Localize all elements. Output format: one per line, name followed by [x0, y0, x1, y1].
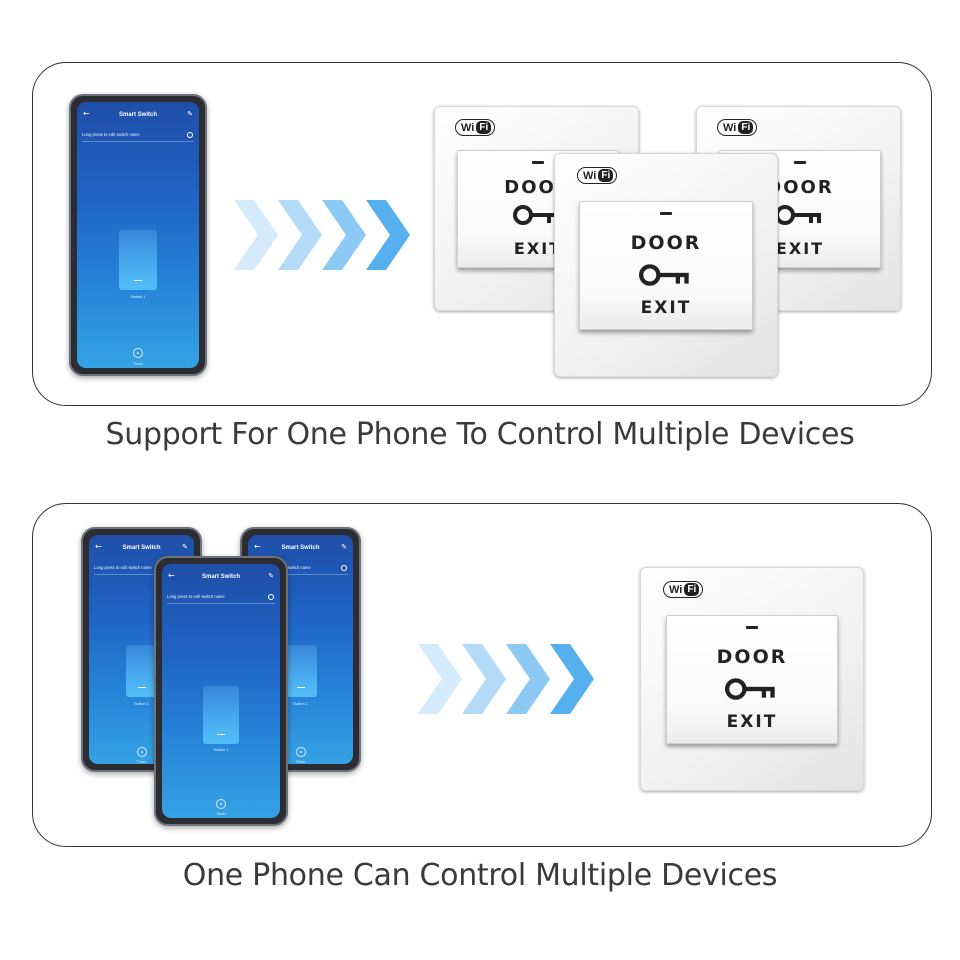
phone-hint-text: Long press to edit switch name: [94, 565, 152, 570]
phone: ← Smart Switch ✎ Long press to edit swit…: [69, 94, 207, 376]
pencil-icon: ✎: [187, 110, 193, 118]
exit-button: DOOR EXIT: [579, 201, 753, 330]
switch-label: Switch 1: [292, 701, 309, 706]
timer-icon: [295, 747, 306, 757]
timer-icon: [136, 747, 147, 757]
key-icon: [775, 205, 821, 225]
chevron-icon: [550, 644, 594, 714]
chevron-icon: [462, 644, 506, 714]
switch-label: Switch 1: [130, 294, 146, 299]
switch-indicator: [296, 686, 305, 688]
phone-title: Smart Switch: [118, 112, 157, 118]
timer-label: Timer: [215, 811, 227, 816]
chevron-icon: [278, 200, 322, 270]
switch-label: Switch 1: [213, 747, 229, 752]
wifi-text: Wi: [669, 583, 683, 596]
timer-icon: [133, 348, 143, 358]
phone-title: Smart Switch: [122, 545, 161, 551]
timer-label: Timer: [295, 759, 306, 764]
key-icon: [639, 264, 689, 286]
chevron-icon: [322, 200, 366, 270]
switch-tile: [203, 686, 239, 744]
timer-label: Timer: [132, 361, 144, 366]
phone-hint-text: Long press to edit switch name: [167, 594, 225, 599]
phone-title: Smart Switch: [281, 545, 320, 551]
switch-tile: [119, 230, 157, 290]
led-indicator: [532, 161, 544, 164]
pencil-icon: ✎: [341, 543, 347, 551]
fi-text: Fi: [684, 583, 700, 596]
switch-label: Switch 1: [133, 701, 150, 706]
exit-button: DOOR EXIT: [666, 615, 838, 744]
settings-dot-icon: [268, 594, 274, 600]
switch-indicator: [134, 279, 142, 281]
wifi-text: Wi: [583, 169, 597, 182]
chevron-icon: [366, 200, 410, 270]
exit-label: EXIT: [640, 298, 692, 318]
back-arrow-icon: ←: [95, 542, 102, 551]
switch-indicator: [137, 686, 146, 688]
exit-label: EXIT: [775, 239, 825, 258]
door-label: DOOR: [766, 177, 834, 198]
chevron-icon: [418, 644, 462, 714]
fi-text: Fi: [476, 121, 492, 134]
led-indicator: [794, 161, 806, 164]
back-arrow-icon: ←: [254, 542, 261, 551]
phone: ← Smart Switch ✎ Long press to edit swit…: [154, 556, 288, 826]
switch-tile: [125, 645, 158, 697]
chevron-icon: [234, 200, 278, 270]
caption-bottom: One Phone Can Control Multiple Devices: [182, 858, 778, 893]
switch-indicator: [217, 733, 225, 735]
back-arrow-icon: ←: [83, 109, 90, 118]
phone-hint-text: Long press to edit switch name: [82, 132, 140, 137]
door-label: DOOR: [716, 646, 788, 668]
led-indicator: [660, 212, 672, 215]
fi-text: Fi: [738, 121, 754, 134]
fi-text: Fi: [598, 169, 614, 182]
settings-dot-icon: [187, 132, 193, 138]
phone-screen: ← Smart Switch ✎ Long press to edit swit…: [162, 564, 280, 818]
led-indicator: [746, 626, 758, 629]
door-label: DOOR: [630, 232, 702, 254]
wifi-text: Wi: [723, 121, 737, 134]
back-arrow-icon: ←: [168, 571, 175, 580]
pencil-icon: ✎: [268, 572, 274, 580]
signal-arrows: [234, 200, 410, 270]
phone-title: Smart Switch: [201, 574, 240, 580]
phone-hint: Long press to edit switch name: [82, 130, 194, 142]
wifi-text: Wi: [461, 121, 475, 134]
exit-label: EXIT: [513, 239, 563, 258]
phone-screen: ← Smart Switch ✎ Long press to edit swit…: [77, 102, 199, 368]
pencil-icon: ✎: [182, 543, 188, 551]
settings-dot-icon: [341, 565, 347, 571]
timer-label: Timer: [136, 759, 147, 764]
signal-arrows: [418, 644, 594, 714]
timer-icon: [216, 799, 226, 809]
phone-hint: Long press to edit switch name: [167, 592, 275, 604]
caption-top: Support For One Phone To Control Multipl…: [105, 417, 855, 452]
key-icon: [725, 678, 775, 700]
switch-tile: [284, 645, 317, 697]
door-label: DOOR: [504, 177, 572, 198]
chevron-icon: [506, 644, 550, 714]
exit-label: EXIT: [726, 712, 778, 732]
